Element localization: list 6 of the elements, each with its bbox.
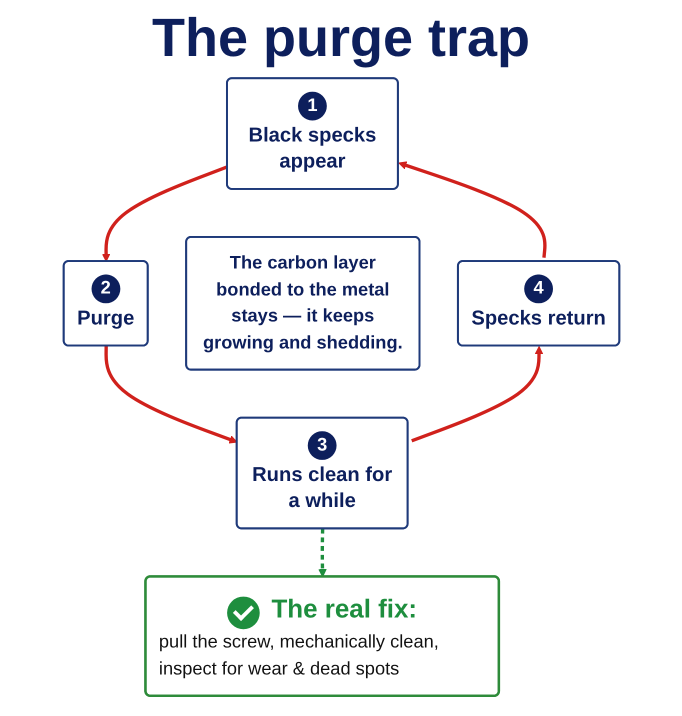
arrow xyxy=(101,165,228,262)
arrow xyxy=(410,346,543,442)
arrow xyxy=(398,161,546,258)
diagram-title: The purge trap xyxy=(150,7,532,70)
arrow xyxy=(318,528,326,578)
arrow xyxy=(104,346,238,444)
